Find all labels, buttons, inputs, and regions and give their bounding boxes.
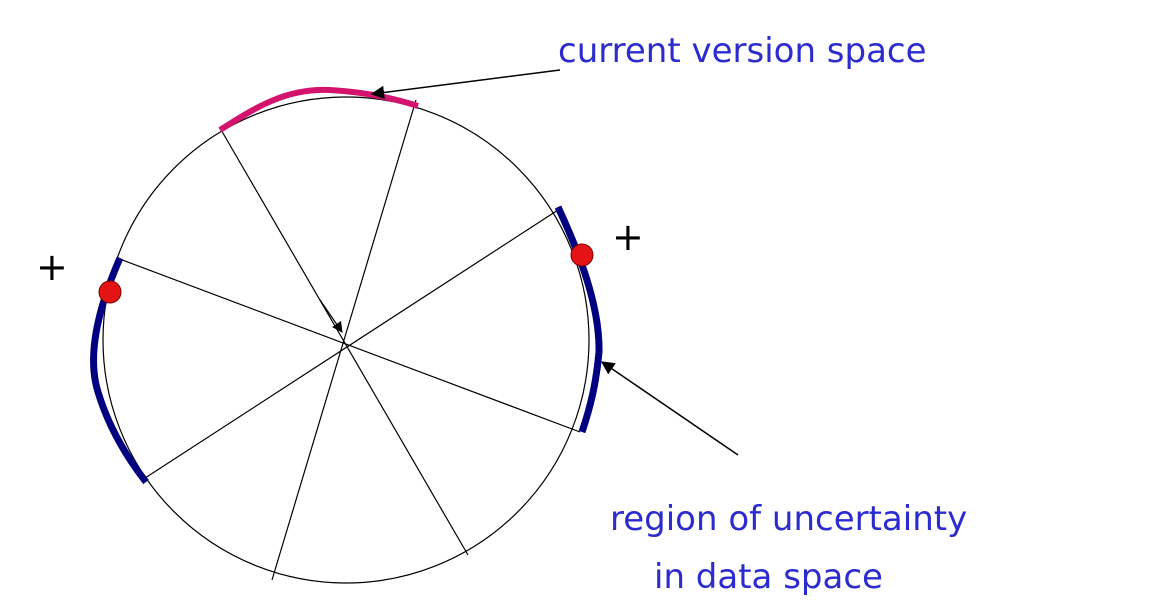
chord-2 xyxy=(271,99,417,581)
chord-4 xyxy=(141,209,559,481)
hypothesis-circle xyxy=(102,96,590,584)
uncertainty-arc-left xyxy=(90,256,149,485)
positive-point-right xyxy=(570,243,594,267)
positive-point-left xyxy=(98,280,122,304)
chord-3 xyxy=(116,257,581,433)
region-of-uncertainty-label: region of uncertainty xyxy=(610,499,967,539)
chords xyxy=(116,99,581,581)
uncertainty-pointer xyxy=(600,361,739,456)
plus-sign-right: + xyxy=(612,215,644,259)
version-space-arc xyxy=(218,86,419,133)
in-data-space-label: in data space xyxy=(654,557,883,597)
center-arrow xyxy=(319,299,343,333)
current-version-space-label: current version space xyxy=(558,31,927,71)
uncertainty-arc-right xyxy=(554,205,603,434)
version-space-pointer xyxy=(370,69,561,100)
plus-sign-left: + xyxy=(36,245,68,289)
